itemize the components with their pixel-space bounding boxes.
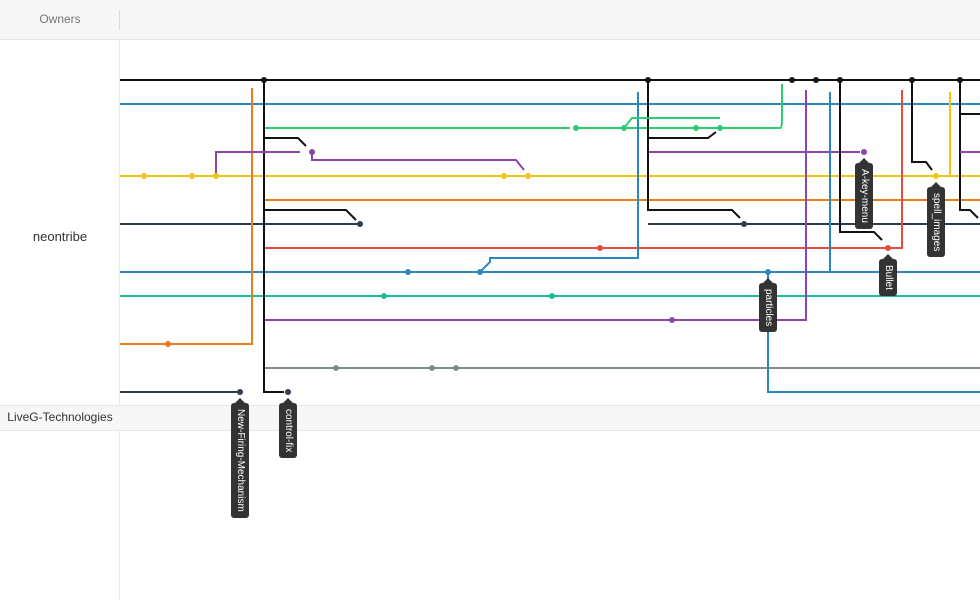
branch-line-orange-low bbox=[120, 88, 253, 345]
owner-band-liveg bbox=[0, 405, 980, 431]
branch-tag-spell-images[interactable]: spell_images bbox=[927, 181, 945, 258]
owners-column-divider bbox=[119, 40, 120, 600]
header-divider bbox=[119, 10, 120, 30]
branch-tag-particles[interactable]: particles bbox=[759, 277, 777, 333]
owners-header: Owners bbox=[0, 0, 980, 40]
commit-dots bbox=[141, 77, 963, 395]
owner-liveg-technologies[interactable]: LiveG-Technologies bbox=[7, 410, 113, 424]
owner-neontribe[interactable]: neontribe bbox=[32, 229, 88, 244]
branch-line-green bbox=[264, 84, 783, 129]
branch-tag-new-firing-mechanism[interactable]: New-Firing-Mechanism bbox=[231, 398, 249, 518]
branch-tag-bullet[interactable]: Bullet bbox=[879, 253, 897, 297]
branch-tag-a-key-menu[interactable]: A-key-menu bbox=[855, 158, 873, 229]
branch-tag-control-fix[interactable]: control-fix bbox=[279, 397, 297, 459]
owners-header-label: Owners bbox=[39, 12, 81, 26]
